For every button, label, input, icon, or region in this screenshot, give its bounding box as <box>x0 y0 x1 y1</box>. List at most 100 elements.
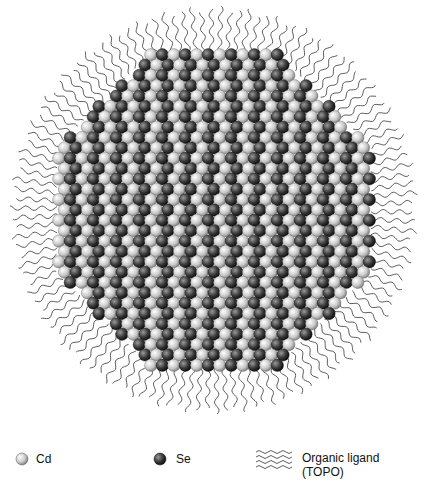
ligand-strand <box>337 85 375 114</box>
ligand-strand <box>366 129 397 144</box>
ligand-strand <box>308 336 337 370</box>
atom-layer <box>53 49 376 372</box>
se-atom <box>93 307 105 319</box>
ligand-strand <box>51 300 85 328</box>
ligand-layer <box>10 6 417 414</box>
ligand-strand <box>13 214 57 220</box>
ligand-strand <box>40 115 70 134</box>
ligand-strand <box>222 367 228 411</box>
ligand-strand <box>217 6 223 53</box>
ligand-strand <box>162 12 173 53</box>
ligand-strand <box>266 16 278 52</box>
ligand-strand <box>371 191 417 198</box>
legend-label: Cd <box>36 452 96 466</box>
ligand-strand <box>14 187 56 196</box>
ligand-strand <box>16 197 57 203</box>
ligand-strand <box>360 121 391 137</box>
ligand-strand <box>101 338 122 373</box>
ligand-strand <box>54 93 88 116</box>
ligand-strand <box>363 281 393 296</box>
ligand-strand <box>19 150 58 162</box>
se-atom <box>271 359 283 371</box>
se-atom <box>116 328 128 340</box>
ligand-strand <box>132 362 147 397</box>
ligand-strand <box>371 200 412 205</box>
ligand-strand <box>22 248 57 258</box>
cd-atom <box>352 276 364 288</box>
ligand-strand <box>230 367 237 407</box>
ligand-strand <box>372 241 411 253</box>
ligand-strand <box>178 368 188 405</box>
ligand-strand <box>371 154 408 165</box>
ligand-strand <box>234 11 242 53</box>
ligand-strand <box>29 141 57 154</box>
ligand-strand <box>205 367 210 408</box>
ligand-strand <box>368 276 402 290</box>
ligand-strand <box>287 358 303 395</box>
ligand-strand <box>90 332 116 368</box>
ligand-strand <box>242 9 251 53</box>
ligand-strand <box>324 319 355 353</box>
ligand-strand <box>340 304 377 328</box>
ligand-strand <box>152 19 165 53</box>
ligand-strand <box>17 222 57 229</box>
ligand-strand <box>209 9 214 53</box>
se-atom-sample <box>154 453 166 465</box>
ligand-strand <box>225 13 233 53</box>
ligand-strand <box>76 324 108 352</box>
ligand-strand <box>371 174 409 183</box>
ligand-strand <box>200 13 207 53</box>
ligand-strand <box>80 328 112 364</box>
ligand-strand <box>60 306 91 334</box>
ligand-strand <box>21 168 57 178</box>
ligand-strand <box>301 40 321 77</box>
ligand-strand <box>16 239 57 248</box>
ligand-sample <box>256 451 292 469</box>
cd-atom <box>168 359 180 371</box>
ligand-strand <box>371 225 417 233</box>
ligand-strand <box>288 28 306 64</box>
ligand-strand <box>301 342 329 379</box>
ligand-strand <box>190 7 199 53</box>
legend-label: Se <box>176 452 236 466</box>
ligand-strand <box>60 81 93 112</box>
ligand-strand <box>262 368 276 405</box>
ligand-strand <box>342 96 377 117</box>
ligand-strand <box>353 108 390 130</box>
ligand-strand <box>196 367 202 410</box>
se-atom <box>156 359 168 371</box>
ligand-strand <box>146 24 158 53</box>
legend-label: Organic ligand (TOPO) <box>302 451 394 479</box>
ligand-strand <box>41 107 77 127</box>
ligand-strand <box>107 344 129 383</box>
ligand-strand <box>371 258 403 268</box>
ligand-strand <box>371 268 402 280</box>
se-atom <box>225 359 237 371</box>
ligand-strand <box>371 210 412 215</box>
ligand-strand <box>321 62 354 97</box>
ligand-strand <box>371 163 413 174</box>
ligand-strand <box>45 96 84 120</box>
ligand-strand <box>172 16 181 53</box>
ligand-strand <box>12 230 57 239</box>
ligand-strand <box>372 134 404 148</box>
se-atom <box>323 307 335 319</box>
se-atom <box>202 359 214 371</box>
ligand-strand <box>10 206 57 211</box>
ligand-strand <box>19 159 57 170</box>
ligand-strand <box>371 181 413 191</box>
ligand-strand <box>371 218 415 224</box>
ligand-strand <box>167 368 179 406</box>
ligand-strand <box>12 177 56 187</box>
ligand-strand <box>358 286 392 305</box>
ligand-strand <box>31 121 64 141</box>
ligand-strand <box>128 28 143 62</box>
se-atom <box>300 328 312 340</box>
ligand-strand <box>43 291 75 310</box>
ligand-strand <box>253 368 264 402</box>
ligand-strand <box>274 26 287 52</box>
ligand-strand <box>371 233 410 241</box>
ligand-strand <box>372 248 411 262</box>
ligand-strand <box>94 52 121 83</box>
